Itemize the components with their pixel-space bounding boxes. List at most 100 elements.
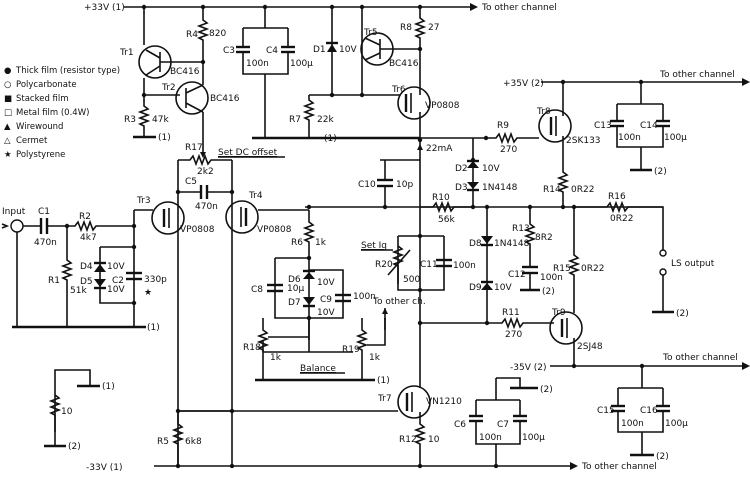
balance-label: Balance <box>300 364 336 374</box>
r3-value: 47k <box>152 115 169 125</box>
bias-network: D2 10V D3 1N4148 R10 56k C10 10p <box>305 138 663 225</box>
current-label: 22mA <box>426 144 453 154</box>
tr1-value: BC416 <box>170 67 200 77</box>
resistor-r1 <box>60 226 74 327</box>
tr8-value: 2SK133 <box>566 136 601 146</box>
r13-value: 8R2 <box>535 233 553 243</box>
output-tr9: R11 270 Tr9 2SJ48 -35V (2) To other chan… <box>417 308 750 462</box>
potentiometer-r19[interactable] <box>355 318 369 380</box>
c3-ref: C3 <box>223 46 235 56</box>
output-stage: R15 0R22 R16 0R22 LS output (2) <box>553 192 715 319</box>
r11-ref: R11 <box>502 308 520 318</box>
transistor-tr9 <box>549 311 583 345</box>
c11-ref: C11 <box>420 260 438 270</box>
potentiometer-r17[interactable] <box>178 153 232 167</box>
c14-ref: C14 <box>640 121 658 131</box>
ground-2: (2) <box>676 309 689 319</box>
r8-ref: R8 <box>400 23 412 33</box>
r17-value: 2k2 <box>197 167 214 177</box>
resistor-r5 <box>171 411 185 466</box>
current-sink-tr7: Tr7 VN1210 R12 10 (2) C6 100n C7 100µ -3… <box>86 377 657 473</box>
legend-symbol: ▲ <box>4 122 11 132</box>
r13-ref: R13 <box>512 224 530 234</box>
d3-ref: D3 <box>455 183 468 193</box>
r20-value: 500 <box>403 275 420 285</box>
tr5-value: BC416 <box>389 59 419 69</box>
resistor-r15 <box>567 207 581 313</box>
ls-output-label: LS output <box>671 259 715 269</box>
input-jack[interactable] <box>10 219 24 233</box>
d6-ref: D6 <box>288 275 301 285</box>
set-iq-label: Set Iq <box>361 241 387 251</box>
c15-ref: C15 <box>597 406 615 416</box>
ground-2: (2) <box>68 442 81 452</box>
d8-value: 1N4148 <box>494 239 530 249</box>
transistor-tr7 <box>397 385 431 419</box>
d4-ref: D4 <box>80 262 93 272</box>
legend-label: Wirewound <box>16 122 63 132</box>
output-tr8: R9 270 Tr8 2SK133 R14 0R22 <box>420 82 601 207</box>
ground-1: (1) <box>377 376 390 386</box>
c13-ref: C13 <box>594 121 612 131</box>
tr4-value: VP0808 <box>257 225 292 235</box>
c16-ref: C16 <box>640 406 658 416</box>
d9-value: 10V <box>494 283 512 293</box>
r19-value: 1k <box>369 353 381 363</box>
legend-label: Cermet <box>16 136 48 146</box>
resistor-r6 <box>302 210 316 258</box>
tr4-ref: Tr4 <box>248 191 263 201</box>
r18-value: 1k <box>270 353 282 363</box>
polystyrene-marker: ★ <box>144 288 152 298</box>
ground-2: (2) <box>542 287 555 297</box>
rail-to-other-4: To other channel <box>581 462 657 472</box>
potentiometer-r18[interactable] <box>256 318 270 380</box>
c8-ref: C8 <box>251 285 263 295</box>
resistor-r16 <box>574 200 664 250</box>
r16-ref: R16 <box>608 192 626 202</box>
c12-ref: C12 <box>508 270 526 280</box>
r5-value: 6k8 <box>185 437 202 447</box>
legend-label: Polycarbonate <box>16 80 77 90</box>
input-stage: Input C1 470n R2 4k7 R1 51k D4 10V D5 10… <box>1 207 167 333</box>
decoupling-c3-c4: C3 100n C4 100µ <box>223 7 420 140</box>
c2-value: 330p <box>144 275 167 285</box>
c8-value: 10µ <box>287 284 304 294</box>
legend-symbol: ● <box>4 66 11 76</box>
r17-ref: R17 <box>185 143 203 153</box>
d7-value: 10V <box>317 308 335 318</box>
c14-value: 100µ <box>664 133 687 143</box>
c6-ref: C6 <box>454 420 466 430</box>
legend-label: Thick film (resistor type) <box>15 66 120 76</box>
ls-output-terminal[interactable] <box>659 249 667 257</box>
resistor-r13 <box>523 207 537 266</box>
tr6-ref: Tr6 <box>391 85 406 95</box>
r15-ref: R15 <box>553 264 571 274</box>
r20-ref: R20 <box>375 260 393 270</box>
transistor-tr4 <box>225 200 259 234</box>
d7-ref: D7 <box>288 298 301 308</box>
c1-value: 470n <box>34 238 57 248</box>
legend-label: Polystyrene <box>16 150 65 160</box>
c7-ref: C7 <box>497 420 509 430</box>
legend-symbol: ★ <box>4 150 12 160</box>
c16-value: 100µ <box>665 419 688 429</box>
ground-2: (2) <box>540 385 553 395</box>
resistor-r3 <box>137 95 151 136</box>
rail-to-other-2: To other channel <box>659 70 735 80</box>
tr3-ref: Tr3 <box>136 196 151 206</box>
ground-2: (2) <box>654 167 667 177</box>
ls-output-terminal[interactable] <box>659 268 667 276</box>
c4-value: 100µ <box>290 59 313 69</box>
resistor-r2 <box>67 219 134 233</box>
r14-value: 0R22 <box>571 185 594 195</box>
c11-value: 100n <box>453 261 476 271</box>
ground-1: (1) <box>102 382 115 392</box>
reference-network: R6 1k D6 10V D7 10V C8 10µ C9 100n R18 1… <box>243 210 426 386</box>
r12-value: 10 <box>428 435 440 445</box>
rail-label-pos33: +33V (1) <box>84 3 125 13</box>
d2-value: 10V <box>482 164 500 174</box>
resistor-r4 <box>196 7 210 85</box>
r12-ref: R12 <box>399 435 417 445</box>
rail-label-neg35: -35V (2) <box>510 363 546 373</box>
